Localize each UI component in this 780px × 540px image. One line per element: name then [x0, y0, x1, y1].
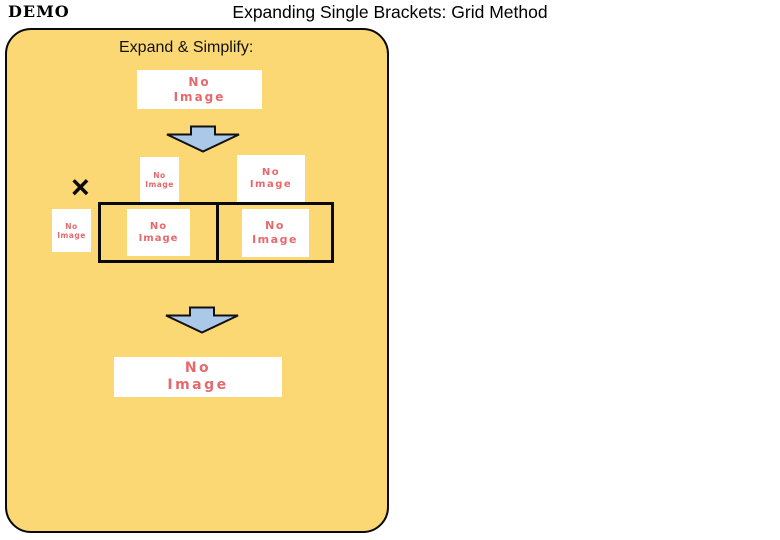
image-placeholder-cell-1: No Image — [127, 209, 190, 256]
image-placeholder-row-header: No Image — [52, 209, 91, 252]
grid-table: No Image No Image — [98, 202, 334, 263]
placeholder-text: Image — [173, 89, 226, 104]
placeholder-text: No — [265, 219, 285, 233]
demo-label: DEMO — [8, 2, 70, 21]
placeholder-text: No — [188, 75, 211, 90]
grid-cell-1: No Image — [101, 205, 219, 260]
image-placeholder-cell-2: No Image — [241, 208, 309, 257]
down-arrow-icon — [166, 125, 240, 153]
grid-cell-2: No Image — [219, 205, 331, 260]
placeholder-text: Image — [167, 377, 229, 393]
placeholder-text: No — [261, 167, 281, 178]
placeholder-text: No — [153, 170, 166, 180]
placeholder-text: No — [184, 360, 212, 377]
page-title: Expanding Single Brackets: Grid Method — [232, 2, 548, 22]
image-placeholder-expression: No Image — [137, 70, 262, 109]
down-arrow-shape — [165, 306, 239, 334]
placeholder-text: Image — [138, 232, 179, 244]
image-placeholder-result: No Image — [114, 357, 282, 397]
placeholder-text: Image — [249, 179, 293, 190]
placeholder-text: No — [65, 221, 78, 231]
slide-heading: Expand & Simplify: — [119, 39, 254, 56]
placeholder-text: Image — [57, 230, 86, 240]
down-arrow-icon — [165, 306, 239, 334]
image-placeholder-col-header-2: No Image — [237, 155, 305, 203]
down-arrow-shape — [166, 125, 240, 153]
image-placeholder-col-header-1: No Image — [140, 157, 179, 202]
placeholder-text: Image — [252, 232, 298, 246]
placeholder-text: Image — [145, 179, 174, 189]
slide-panel: Expand & Simplify: No Image × No Image N… — [5, 28, 389, 533]
placeholder-text: No — [149, 220, 168, 232]
multiply-sign: × — [71, 169, 90, 205]
